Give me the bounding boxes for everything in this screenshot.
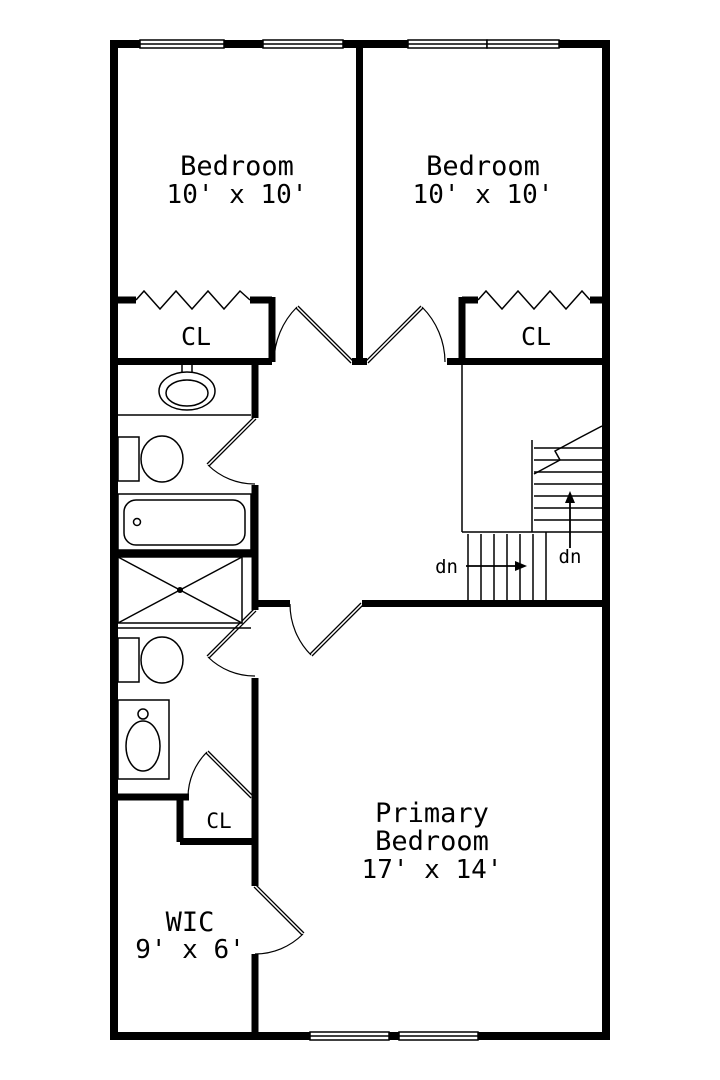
toilet-upper-icon (117, 435, 184, 483)
window (262, 39, 344, 49)
closet-bifold-doors (135, 289, 591, 311)
closet-left-label: CL (181, 322, 211, 351)
stairs-up-arrow-icon (565, 491, 575, 548)
stair-break-line (533, 425, 603, 475)
stairs-down-label-upper: dn (559, 546, 582, 568)
wic-dims: 9' x 6' (135, 935, 245, 965)
closet-right-label: CL (521, 322, 551, 351)
door-swing-bedroom-left (273, 305, 354, 364)
door-swing-wic (253, 884, 305, 955)
bathroom-fixtures (117, 365, 252, 780)
primary-bedroom-name-line1: Primary (375, 798, 489, 829)
bedroom-right-dims: 10' x 10' (413, 180, 554, 210)
window (309, 1031, 390, 1041)
door-swing-bathroom-upper (206, 416, 257, 485)
stairs-right-arrow-icon (466, 561, 527, 571)
room-labels: Bedroom 10' x 10' Bedroom 10' x 10' CL C… (135, 151, 581, 965)
toilet-lower-icon (117, 636, 184, 684)
bathtub-icon (117, 493, 252, 551)
windows (139, 39, 560, 1041)
stairs-down-label-lower: dn (435, 556, 458, 578)
wic-name: WIC (166, 907, 215, 938)
bedroom-left-name: Bedroom (180, 151, 294, 182)
door-swing-hall-closet (187, 750, 254, 799)
door-swing-primary-bedroom (289, 602, 364, 657)
primary-bedroom-dims: 17' x 14' (362, 855, 503, 885)
stair-wall (461, 365, 602, 600)
bifold-door-icon (135, 289, 251, 311)
window (398, 1031, 479, 1041)
bifold-door-icon (477, 289, 591, 311)
shower-icon (117, 556, 243, 624)
doors (187, 305, 446, 955)
door-swing-bedroom-right (365, 305, 446, 364)
primary-bedroom-name-line2: Bedroom (375, 826, 489, 857)
bedroom-right-name: Bedroom (426, 151, 540, 182)
window (407, 39, 488, 49)
door-swing-bathroom-lower (206, 608, 257, 677)
closet-wall (176, 797, 255, 845)
bedroom-left-dims: 10' x 10' (167, 180, 308, 210)
window (139, 39, 225, 49)
stairs (461, 365, 603, 600)
closet-hall-label: CL (206, 809, 231, 833)
window (486, 39, 560, 49)
sink-upper-icon (158, 365, 216, 411)
closet-wall (268, 297, 466, 362)
sink-lower-icon (117, 699, 170, 780)
stair-treads-lower (467, 534, 534, 600)
